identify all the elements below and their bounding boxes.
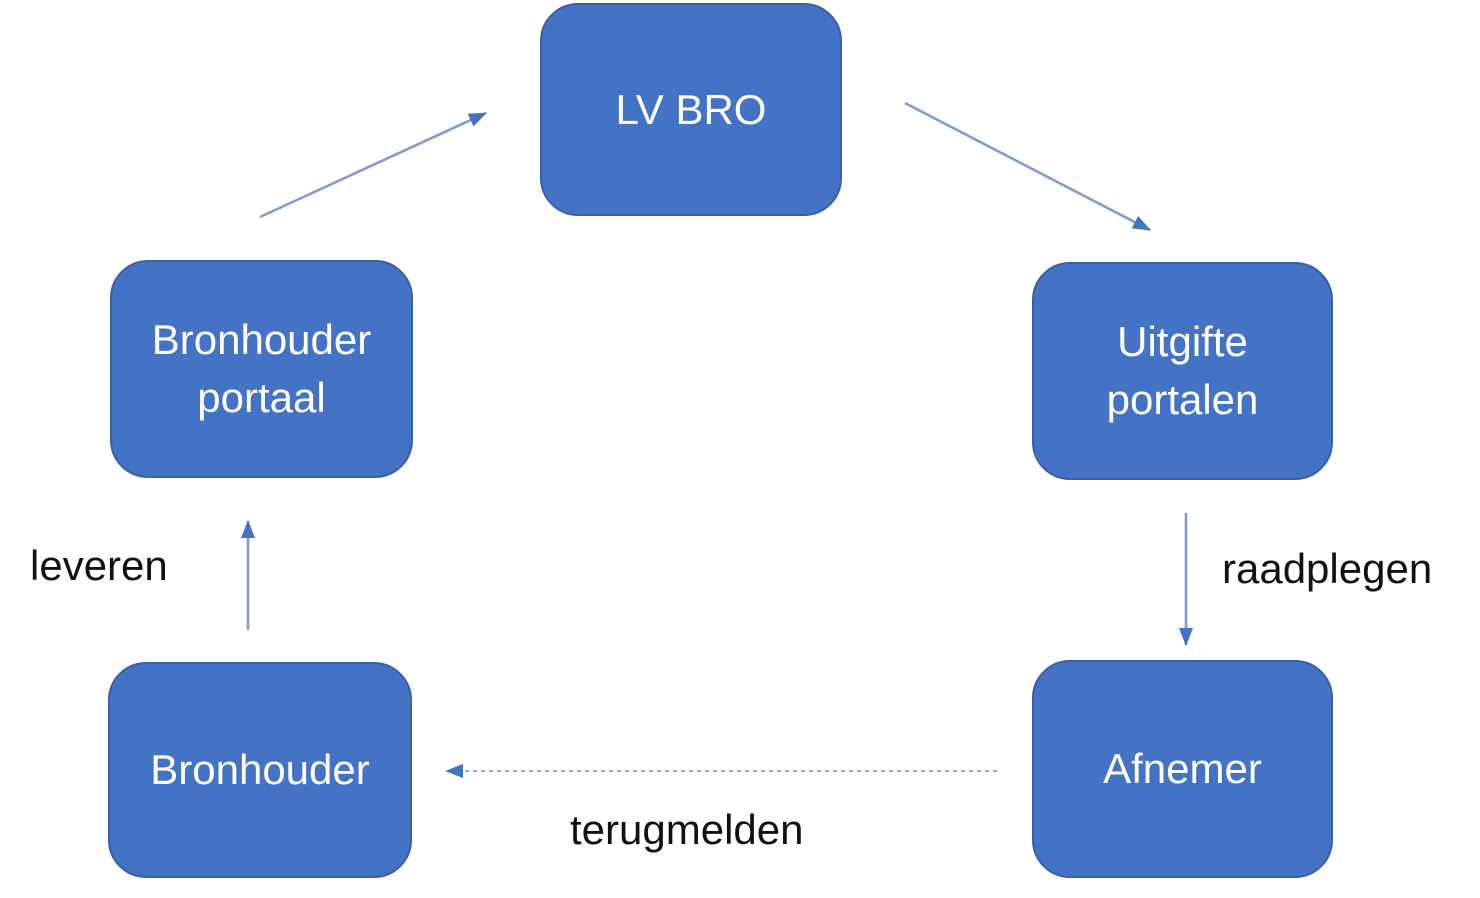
edge-label-leveren: leveren — [30, 542, 168, 589]
node-bronhouder: Bronhouder — [108, 662, 412, 878]
node-lv-bro: LV BRO — [540, 3, 842, 216]
node-lv-bro-label: LV BRO — [615, 85, 767, 133]
node-uitgifte-portalen: Uitgifte portalen — [1032, 262, 1333, 480]
node-bronhouder-portaal-label: Bronhouder portaal — [151, 316, 372, 421]
node-bronhouder-label: Bronhouder — [150, 746, 370, 794]
node-bronhouder-portaal: Bronhouder portaal — [110, 260, 413, 478]
node-afnemer-label: Afnemer — [1103, 745, 1262, 793]
node-afnemer: Afnemer — [1032, 660, 1333, 878]
edge-lvbro-to-uitgifteportalen — [904, 101, 1151, 232]
edge-label-terugmelden: terugmelden — [570, 806, 804, 853]
edge-bronhouderportaal-to-lvbro — [259, 111, 487, 219]
node-uitgifte-portalen-label: Uitgifte portalen — [1106, 318, 1259, 423]
edge-label-raadplegen: raadplegen — [1222, 545, 1433, 592]
